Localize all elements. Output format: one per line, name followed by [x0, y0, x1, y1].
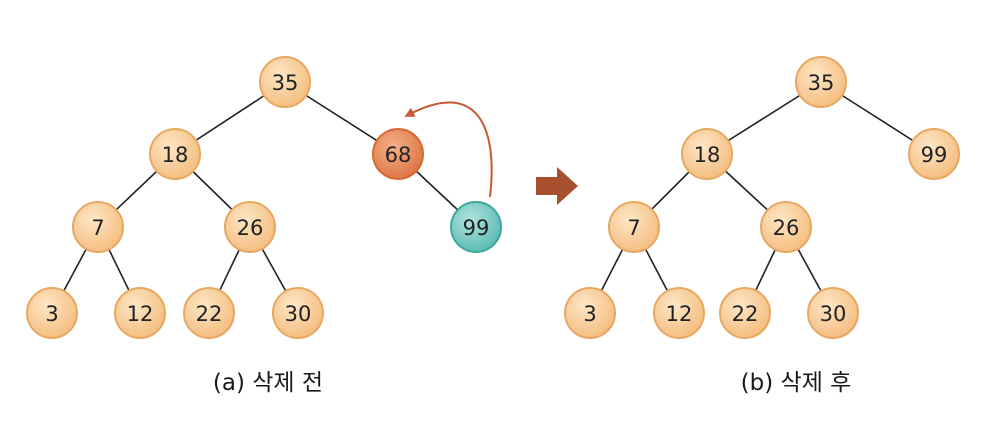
node-label: 99 [921, 143, 948, 167]
node-circle [807, 287, 859, 339]
tree-node-before-30: 30 [272, 287, 324, 339]
node-label: 35 [272, 71, 299, 95]
tree-node-before-26: 26 [224, 201, 276, 253]
node-circle [653, 287, 705, 339]
node-label: 18 [162, 143, 189, 167]
tree-node-before-99: 99 [450, 201, 502, 253]
node-label: 18 [694, 143, 721, 167]
tree-node-before-22: 22 [183, 287, 235, 339]
caption-before: (a) 삭제 전 [212, 370, 324, 396]
node-circle [760, 201, 812, 253]
node-label: 3 [45, 302, 58, 326]
tree-node-before-18: 18 [149, 128, 201, 180]
tree-node-after-18: 18 [681, 128, 733, 180]
node-label: 35 [808, 71, 835, 95]
node-label: 68 [385, 143, 412, 167]
tree-node-before-68: 68 [372, 128, 424, 180]
tree-node-after-22: 22 [719, 287, 771, 339]
tree-node-after-3: 3 [564, 287, 616, 339]
node-circle [450, 201, 502, 253]
tree-node-after-30: 30 [807, 287, 859, 339]
node-circle [183, 287, 235, 339]
node-label: 30 [820, 302, 847, 326]
tree-node-after-35: 35 [795, 56, 847, 108]
node-circle [719, 287, 771, 339]
node-circle [681, 128, 733, 180]
tree-node-after-26: 26 [760, 201, 812, 253]
tree-node-before-3: 3 [26, 287, 78, 339]
node-circle [272, 287, 324, 339]
tree-node-before-7: 7 [72, 201, 124, 253]
node-label: 12 [666, 302, 693, 326]
tree-node-after-12: 12 [653, 287, 705, 339]
edges-layer [51, 81, 935, 314]
caption-after: (b) 삭제 후 [740, 370, 852, 396]
node-label: 7 [91, 216, 104, 240]
nodes-layer: 35 18 68 7 26 99 3 12 22 30 35 18 99 7 26 3 12 22 30 [26, 56, 960, 339]
node-circle [72, 201, 124, 253]
node-circle [564, 287, 616, 339]
move-arrow [404, 101, 493, 198]
node-circle [224, 201, 276, 253]
node-circle [149, 128, 201, 180]
node-label: 99 [463, 216, 490, 240]
node-label: 22 [732, 302, 759, 326]
node-label: 3 [583, 302, 596, 326]
node-label: 12 [127, 302, 154, 326]
node-label: 26 [237, 216, 264, 240]
node-circle [908, 128, 960, 180]
node-circle [795, 56, 847, 108]
tree-node-before-35: 35 [259, 56, 311, 108]
node-label: 7 [627, 216, 640, 240]
tree-node-after-99: 99 [908, 128, 960, 180]
node-circle [259, 56, 311, 108]
node-circle [114, 287, 166, 339]
transition-arrow-icon [536, 167, 578, 205]
node-label: 30 [285, 302, 312, 326]
tree-node-after-7: 7 [608, 201, 660, 253]
node-label: 26 [773, 216, 800, 240]
tree-node-before-12: 12 [114, 287, 166, 339]
node-label: 22 [196, 302, 223, 326]
node-circle [26, 287, 78, 339]
node-circle [372, 128, 424, 180]
node-circle [608, 201, 660, 253]
